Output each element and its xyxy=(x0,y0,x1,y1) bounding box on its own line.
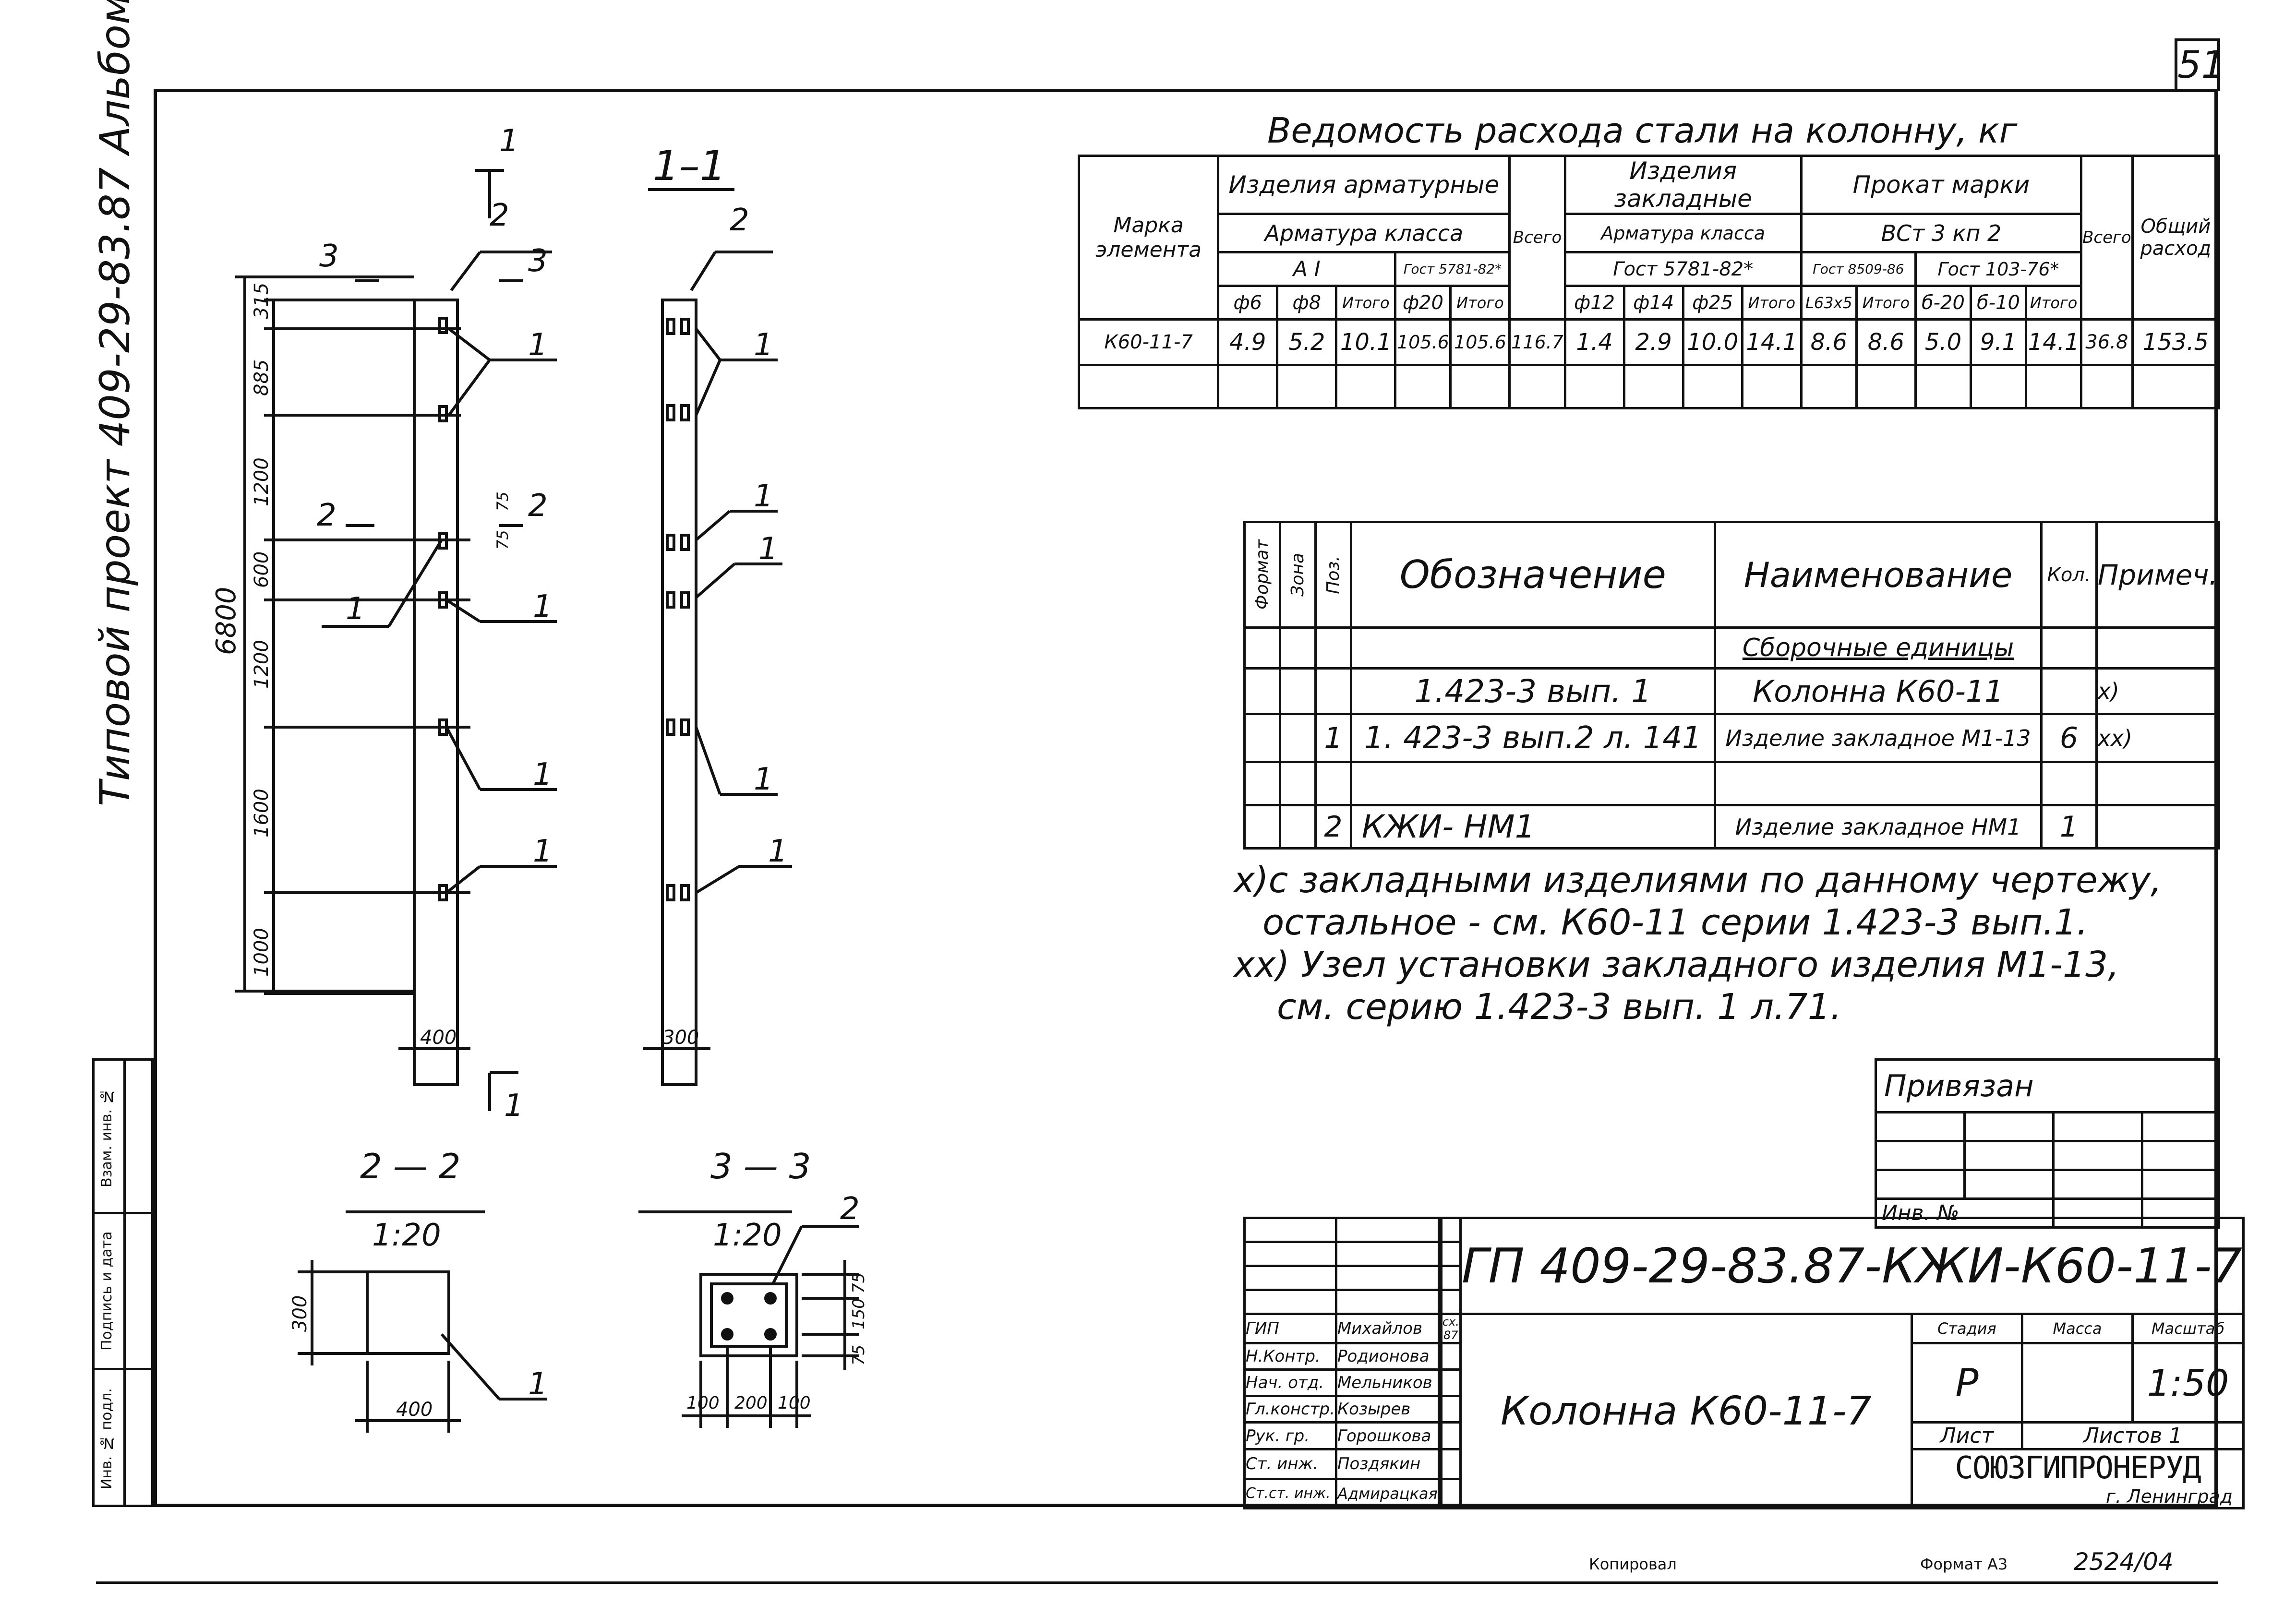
page-number: 51 xyxy=(2177,44,2225,87)
svg-text:1: 1 xyxy=(754,762,773,797)
svg-text:300: 300 xyxy=(289,1295,311,1332)
svg-text:1600: 1600 xyxy=(251,789,273,838)
svg-text:2: 2 xyxy=(317,498,337,533)
section-2-2-rect xyxy=(366,1270,450,1355)
svg-text:75: 75 xyxy=(849,1273,868,1293)
stamp-podpis: Подпись и дата xyxy=(98,1231,115,1351)
svg-text:1: 1 xyxy=(528,327,548,363)
svg-text:1: 1 xyxy=(504,1088,524,1124)
notes: x)с закладными изделиями по данному черт… xyxy=(1234,859,2218,1028)
spec-row: 2 КЖИ- НМ1 Изделие закладное НМ1 1 xyxy=(1243,804,2221,850)
title-block: ГП 409-29-83.87-КЖИ-К60-11-7 ГИП Михайло… xyxy=(1243,1217,2245,1509)
svg-text:150: 150 xyxy=(849,1298,868,1329)
note-4: см. серию 1.423-3 вып. 1 л.71. xyxy=(1277,986,1842,1028)
svg-text:75: 75 xyxy=(493,491,512,511)
svg-text:200: 200 xyxy=(734,1393,768,1413)
section-1-1-title: 1–1 xyxy=(653,142,726,190)
org-block: СОЮЗГИПРОНЕРУД г. Ленинград xyxy=(1910,1448,2245,1509)
svg-text:1: 1 xyxy=(533,589,553,624)
spec-table: Формат Зона Поз. Обозначение Наименовани… xyxy=(1243,521,2221,850)
org-city: г. Ленинград xyxy=(2105,1486,2233,1507)
column-elevation xyxy=(413,299,459,1086)
svg-text:75: 75 xyxy=(849,1345,868,1365)
section-3-3-title: 3 — 3 xyxy=(710,1146,811,1186)
svg-text:1: 1 xyxy=(768,834,788,869)
svg-text:1: 1 xyxy=(346,591,365,627)
svg-text:1200: 1200 xyxy=(251,640,273,689)
svg-text:2: 2 xyxy=(840,1191,860,1227)
callout-2-elev: 2 xyxy=(490,198,509,233)
svg-text:1: 1 xyxy=(754,327,773,363)
note-1: x)с закладными изделиями по данному черт… xyxy=(1234,860,2162,901)
svg-text:315: 315 xyxy=(251,283,273,319)
svg-text:2: 2 xyxy=(528,488,548,524)
side-stamp: Инв. № подл. Подпись и дата Взам. инв. № xyxy=(92,1058,154,1507)
svg-text:1: 1 xyxy=(533,757,553,792)
spec-row xyxy=(1243,761,2221,806)
svg-text:3: 3 xyxy=(528,243,548,279)
svg-text:75: 75 xyxy=(493,530,512,550)
svg-text:1200: 1200 xyxy=(251,457,273,506)
footer-copied: Копировал xyxy=(1589,1555,1677,1573)
col-marka: Марка элемента xyxy=(1077,155,1220,321)
svg-text:1: 1 xyxy=(758,531,778,567)
stamp-inv-podl: Инв. № подл. xyxy=(98,1388,115,1489)
footer-number: 2524/04 xyxy=(2074,1548,2174,1576)
column-name: Колонна К60-11-7 xyxy=(1459,1313,1913,1509)
page-number-box: 51 xyxy=(2175,38,2225,91)
note-3: xx) Узел установки закладного изделия М1… xyxy=(1234,944,2119,985)
spec-row: 1 1. 423-3 вып.2 л. 141 Изделие закладно… xyxy=(1243,713,2221,763)
svg-text:3: 3 xyxy=(319,239,339,274)
spec-row: 1.423-3 вып. 1 Колонна К60-11 x) xyxy=(1243,667,2221,715)
steel-row: К60-11-7 4.9 5.2 10.1 105.6 105.6 116.7 … xyxy=(1077,318,2221,366)
column-side-view xyxy=(661,299,697,1086)
steel-table: Марка элемента Изделия арматурные Всего … xyxy=(1077,155,2221,409)
steel-table-title: Ведомость расхода стали на колонну, кг xyxy=(1267,110,2018,151)
note-2: остальное - см. К60-11 серии 1.423-3 вып… xyxy=(1262,902,2088,943)
svg-text:885: 885 xyxy=(251,359,273,396)
svg-text:1: 1 xyxy=(754,479,773,514)
svg-text:400: 400 xyxy=(420,1027,457,1049)
bottom-rule xyxy=(96,1581,2218,1584)
svg-text:1: 1 xyxy=(533,834,553,869)
svg-text:100: 100 xyxy=(778,1393,811,1413)
section-3-3-rect xyxy=(699,1273,798,1357)
svg-text:1: 1 xyxy=(499,123,519,159)
footer-format: Формат А3 xyxy=(1920,1555,2008,1573)
column-drawings: 6800 315 885 1200 600 1200 1600 1000 75 … xyxy=(211,123,868,1433)
section-2-2-title: 2 — 2 xyxy=(360,1146,460,1186)
privyazan-block: Привязан Инв. № xyxy=(1875,1058,2220,1229)
side-title: Типовой проект 409-29-83.87 Альбом 3 xyxy=(91,0,139,806)
svg-text:300: 300 xyxy=(662,1027,699,1049)
svg-text:600: 600 xyxy=(251,551,273,588)
doc-code: ГП 409-29-83.87-КЖИ-К60-11-7 xyxy=(1459,1217,2245,1315)
svg-text:1000: 1000 xyxy=(251,928,273,977)
svg-text:1:20: 1:20 xyxy=(713,1218,782,1253)
dim-total: 6800 xyxy=(211,587,242,655)
org-name: СОЮЗГИПРОНЕРУД xyxy=(1955,1450,2201,1486)
callout-2-side: 2 xyxy=(730,203,749,238)
svg-text:1: 1 xyxy=(528,1366,548,1402)
svg-text:400: 400 xyxy=(396,1399,433,1421)
stamp-vzam: Взам. инв. № xyxy=(98,1088,115,1187)
svg-text:100: 100 xyxy=(686,1393,720,1413)
svg-text:1:20: 1:20 xyxy=(372,1218,441,1253)
